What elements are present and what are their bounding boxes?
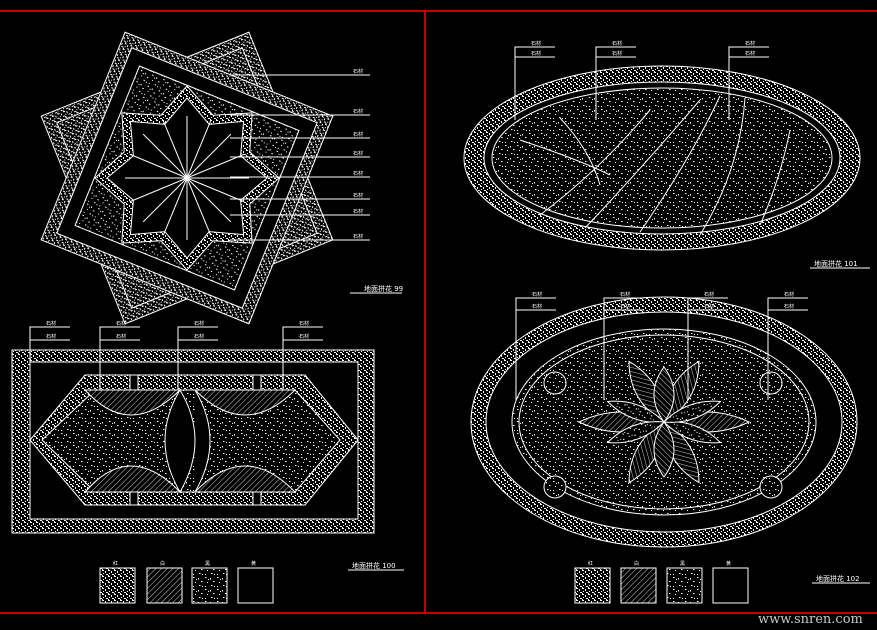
material-label: 石材 xyxy=(353,108,363,115)
legend-swatch xyxy=(620,567,657,604)
material-label: 石材 xyxy=(745,40,755,47)
material-label: 石材 xyxy=(353,150,363,157)
ray-line xyxy=(142,133,188,179)
material-label: 石材 xyxy=(353,192,363,199)
drawing-99[interactable] xyxy=(40,31,402,325)
material-label: 石材 xyxy=(531,50,541,57)
legend-100 xyxy=(99,567,274,604)
ray-line xyxy=(186,177,212,236)
legend-swatch xyxy=(146,567,183,604)
title-101: 地面拼花 101 xyxy=(814,259,858,268)
ray-line xyxy=(142,177,188,223)
material-label: 石材 xyxy=(704,291,714,298)
ray-line xyxy=(162,120,188,179)
material-label: 石材 xyxy=(612,50,622,57)
title-102: 地面拼花 102 xyxy=(816,574,860,583)
legend-swatch xyxy=(666,567,703,604)
material-label: 石材 xyxy=(46,320,56,327)
ray-line xyxy=(162,177,188,236)
material-label: 石材 xyxy=(194,333,204,340)
legend-label: 黑 xyxy=(205,561,210,567)
legend-swatch xyxy=(99,567,136,604)
leader-line xyxy=(282,339,323,390)
leader-line xyxy=(728,56,769,120)
material-label: 石材 xyxy=(116,333,126,340)
ray-line xyxy=(186,177,232,223)
material-label: 石材 xyxy=(532,303,542,310)
material-label: 石材 xyxy=(353,68,363,75)
ray-line xyxy=(186,177,245,203)
leader-line xyxy=(595,56,636,120)
legend-label: 红 xyxy=(588,560,593,567)
material-label: 石材 xyxy=(194,320,204,327)
watermark: www.snren.com xyxy=(758,612,863,627)
leader-line xyxy=(99,339,140,390)
ray-line xyxy=(129,177,188,203)
petal xyxy=(606,400,666,423)
material-label: 石材 xyxy=(353,131,363,138)
ray-line xyxy=(186,153,245,179)
legend-swatch xyxy=(574,567,611,604)
legend-swatch xyxy=(712,567,749,604)
legend-label: 黄 xyxy=(726,560,731,567)
petal xyxy=(606,421,666,444)
material-label: 石材 xyxy=(532,291,542,298)
legend-swatch xyxy=(191,567,228,604)
legend-label: 红 xyxy=(113,560,118,567)
ray-line xyxy=(186,120,212,179)
material-label: 石材 xyxy=(745,50,755,57)
material-label: 石材 xyxy=(704,303,714,310)
leader-line xyxy=(515,309,556,400)
material-label: 石材 xyxy=(353,233,363,240)
material-label: 石材 xyxy=(612,40,622,47)
legend-label: 白 xyxy=(634,560,639,567)
material-label: 石材 xyxy=(353,208,363,215)
petal xyxy=(653,366,675,423)
material-label: 石材 xyxy=(620,291,630,298)
petal xyxy=(662,400,722,423)
material-label: 石材 xyxy=(116,320,126,327)
material-label: 石材 xyxy=(784,303,794,310)
legend-swatch xyxy=(237,567,274,604)
drawing-100[interactable] xyxy=(11,326,404,571)
legend-label: 白 xyxy=(160,560,165,567)
petal xyxy=(662,421,722,444)
leader-line xyxy=(767,309,808,400)
legend-label: 黄 xyxy=(251,560,256,567)
material-label: 石材 xyxy=(299,320,309,327)
material-label: 石材 xyxy=(784,291,794,298)
material-label: 石材 xyxy=(531,40,541,47)
leader-line xyxy=(603,309,644,400)
leader-line xyxy=(29,339,70,390)
material-label: 石材 xyxy=(46,333,56,340)
drawing-101[interactable] xyxy=(463,46,870,269)
title-99: 地面拼花 99 xyxy=(364,284,403,293)
legend-102 xyxy=(574,567,749,604)
leader-line xyxy=(514,56,555,120)
material-label: 石材 xyxy=(299,333,309,340)
leader-line xyxy=(687,309,728,400)
sheet-frame xyxy=(0,10,877,614)
leader-line xyxy=(177,339,218,390)
drawing-102[interactable] xyxy=(470,296,870,584)
legend-label: 黑 xyxy=(680,561,685,567)
petal xyxy=(653,421,675,478)
material-label: 石材 xyxy=(620,303,630,310)
ray-line xyxy=(129,153,188,179)
title-100: 地面拼花 100 xyxy=(352,561,396,570)
ray-line xyxy=(186,133,232,179)
material-label: 石材 xyxy=(353,170,363,177)
